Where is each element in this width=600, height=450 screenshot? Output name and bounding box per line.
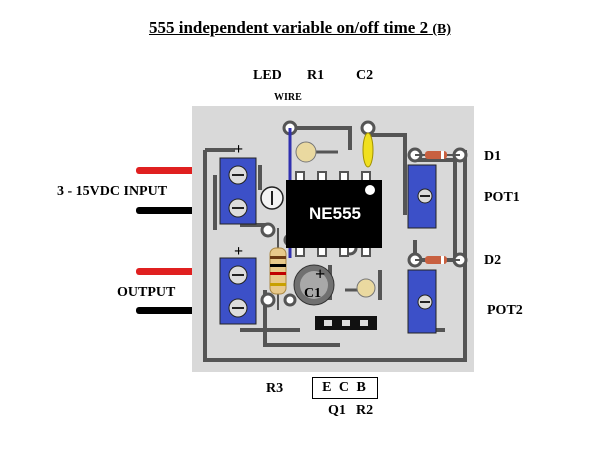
input-plus-mark: + <box>234 141 244 158</box>
output-plus-mark: + <box>234 243 244 260</box>
label-r3: R3 <box>266 381 284 396</box>
chip-label: NE555 <box>309 204 361 223</box>
led-component <box>260 186 284 210</box>
label-r2: R2 <box>356 403 374 418</box>
ne555-chip <box>286 171 382 257</box>
pot2-component <box>407 269 437 334</box>
title-suffix: (B) <box>432 22 451 37</box>
d1-component <box>415 151 460 159</box>
d2-component <box>415 256 460 264</box>
q1-component <box>315 316 377 330</box>
c2-component <box>362 132 374 168</box>
r1-component <box>295 141 338 163</box>
label-pot2: POT2 <box>487 303 523 318</box>
input-terminal-block <box>219 157 257 225</box>
label-led: LED <box>253 68 282 83</box>
output-terminal-block <box>219 257 257 325</box>
r2-component <box>345 278 376 298</box>
r3-component <box>269 228 287 310</box>
label-wire: WIRE <box>274 92 302 103</box>
c1-label: C1 <box>304 286 322 301</box>
title-main: 555 independent variable on/off time 2 <box>148 18 429 37</box>
label-c2: C2 <box>356 68 374 83</box>
label-q1: Q1 <box>328 403 346 418</box>
c1-plus-mark: + <box>315 264 326 284</box>
page-title: 555 independent variable on/off time 2 (… <box>0 18 600 38</box>
label-ecb: E C B <box>312 377 378 399</box>
pot1-component <box>407 164 437 229</box>
label-d2: D2 <box>484 253 502 268</box>
label-input: 3 - 15VDC INPUT <box>57 184 168 199</box>
label-output: OUTPUT <box>117 285 176 300</box>
label-d1: D1 <box>484 149 502 164</box>
label-r1: R1 <box>307 68 325 83</box>
c1-component <box>293 264 335 306</box>
label-pot1: POT1 <box>484 190 520 205</box>
